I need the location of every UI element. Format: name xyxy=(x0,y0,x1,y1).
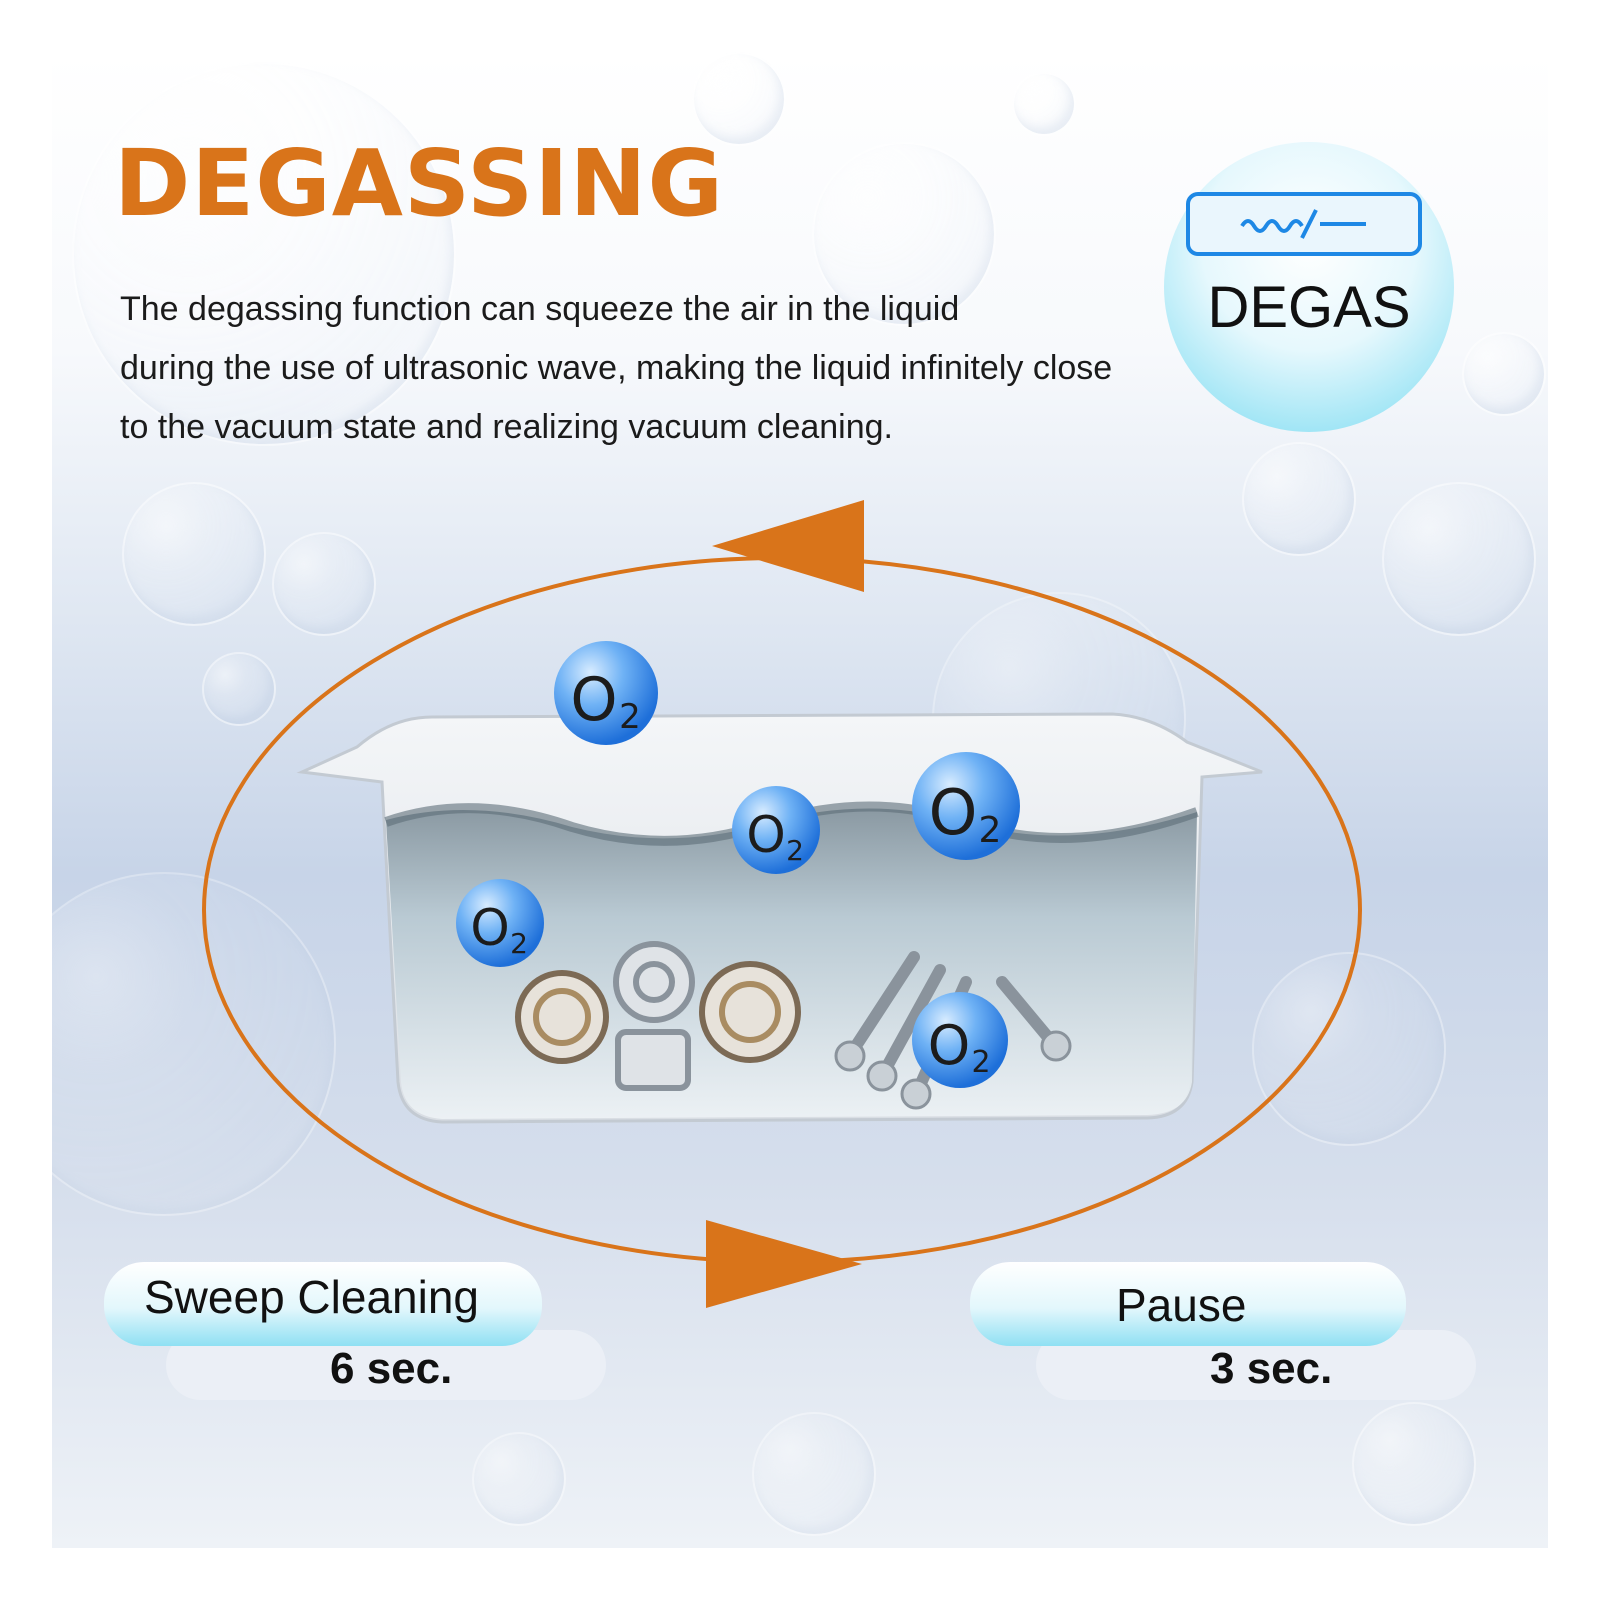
bubble-decoration xyxy=(752,1412,876,1536)
bubble-decoration xyxy=(72,62,456,446)
o2-subscript: 2 xyxy=(979,810,1002,851)
o2-molecule: O 2 xyxy=(912,752,1020,860)
bubble-decoration xyxy=(1012,72,1076,136)
o2-molecule: O 2 xyxy=(912,992,1008,1088)
description-text: The degassing function can squeeze the a… xyxy=(120,280,1200,457)
screw-heads xyxy=(834,1030,1072,1110)
infographic-canvas: DEGASSING The degassing function can squ… xyxy=(52,52,1548,1548)
bubble-decoration xyxy=(1462,332,1546,416)
o2-molecule: O 2 xyxy=(456,879,544,967)
pause-duration: 3 sec. xyxy=(1210,1344,1333,1393)
bubble-decoration xyxy=(1382,482,1536,636)
o2-subscript: 2 xyxy=(510,927,528,960)
degas-badge: DEGAS xyxy=(1164,142,1454,432)
o2-subscript: 2 xyxy=(786,834,804,867)
wave-to-line-icon xyxy=(1186,192,1422,256)
degassing-illustration: O 2 O 2 O 2 O 2 O 2 xyxy=(202,500,1362,1308)
o2-label: O xyxy=(470,899,509,957)
o2-label: O xyxy=(746,806,785,864)
pause-label: Pause xyxy=(1116,1279,1247,1331)
o2-label: O xyxy=(929,776,978,849)
sweep-cleaning-duration: 6 sec. xyxy=(330,1344,453,1393)
o2-molecule: O 2 xyxy=(554,641,658,745)
o2-molecule: O 2 xyxy=(732,786,820,874)
bubble-decoration xyxy=(812,142,996,326)
cycle-arrow-top xyxy=(712,500,864,592)
bubble-decoration xyxy=(122,482,266,626)
description-line: to the vacuum state and realizing vacuum… xyxy=(120,408,894,446)
bubble-decoration xyxy=(692,52,786,146)
o2-label: O xyxy=(570,665,617,735)
description-line: during the use of ultrasonic wave, makin… xyxy=(120,349,1113,387)
sweep-cleaning-pill xyxy=(104,1262,542,1346)
bubble-decoration xyxy=(1242,442,1356,556)
o2-label: O xyxy=(928,1014,971,1077)
sweep-cleaning-label: Sweep Cleaning xyxy=(144,1271,480,1323)
cycle-arrow-bottom xyxy=(706,1220,862,1308)
bubble-decoration xyxy=(472,1432,566,1526)
wave-icon-graphic xyxy=(1240,209,1366,239)
bubble-decoration xyxy=(52,872,336,1216)
pause-pill xyxy=(970,1262,1406,1346)
description-line: The degassing function can squeeze the a… xyxy=(120,290,960,328)
o2-subscript: 2 xyxy=(619,697,641,737)
bubble-decoration xyxy=(1352,1402,1476,1526)
o2-subscript: 2 xyxy=(971,1045,990,1080)
degas-label: DEGAS xyxy=(1207,275,1411,340)
bearing-part xyxy=(515,941,801,1091)
page-title: DEGASSING xyxy=(114,130,725,237)
bubble-decoration xyxy=(272,532,376,636)
bubble-decoration xyxy=(202,652,276,726)
